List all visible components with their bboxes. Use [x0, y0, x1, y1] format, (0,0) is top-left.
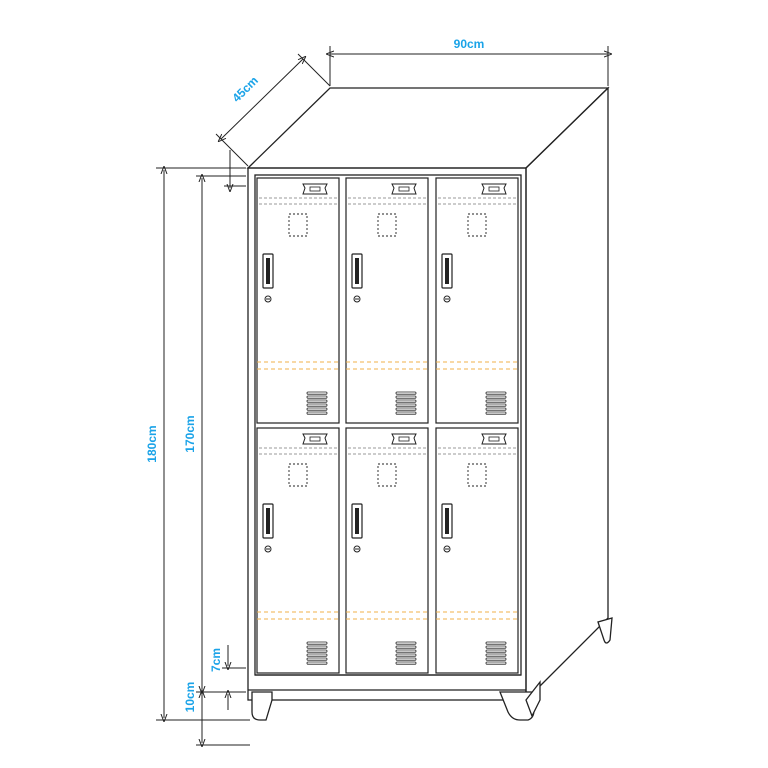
- label-slot: [309, 186, 321, 192]
- vent-icon: [485, 391, 507, 415]
- card-slot: [288, 463, 308, 487]
- vent-slat: [485, 411, 507, 415]
- handle-grip: [355, 508, 359, 534]
- locker-door: [256, 177, 340, 424]
- label-holder-icon: [391, 183, 417, 195]
- label-holder-icon: [302, 183, 328, 195]
- width-label: 90cm: [454, 37, 485, 51]
- cabinet-legs: [251, 617, 613, 721]
- vent-slat: [395, 641, 417, 645]
- vent-slat: [306, 395, 328, 399]
- locker-doors: [256, 177, 519, 674]
- locker-door: [435, 177, 519, 424]
- vent-slat: [485, 657, 507, 661]
- locker-door: [345, 427, 429, 674]
- vent-slat: [395, 657, 417, 661]
- door-panel: [345, 177, 429, 424]
- body-height-label: 170cm: [183, 415, 197, 452]
- label-slot: [488, 436, 500, 442]
- vent-slat: [306, 653, 328, 657]
- label-slot: [398, 436, 410, 442]
- locker-door: [345, 177, 429, 424]
- label-slot: [309, 436, 321, 442]
- cabinet-front: [247, 167, 527, 701]
- label-slot: [398, 186, 410, 192]
- vent-slat: [395, 653, 417, 657]
- vent-slat: [395, 403, 417, 407]
- vent-slat: [306, 661, 328, 665]
- vent-slat: [485, 399, 507, 403]
- card-slot: [377, 213, 397, 237]
- handle-grip: [266, 508, 270, 534]
- locker-door: [256, 427, 340, 674]
- locker-door: [435, 427, 519, 674]
- depth-label: 45cm: [229, 73, 261, 105]
- vent-slat: [395, 645, 417, 649]
- vent-slat: [306, 399, 328, 403]
- vent-slat: [485, 391, 507, 395]
- vent-slat: [485, 653, 507, 657]
- label-slot: [488, 186, 500, 192]
- vent-slat: [395, 391, 417, 395]
- leg-front-left: [251, 691, 273, 721]
- card-slot: [467, 213, 487, 237]
- vent-icon: [306, 641, 328, 665]
- vent-icon: [485, 641, 507, 665]
- vent-icon: [306, 391, 328, 415]
- label-holder-icon: [391, 433, 417, 445]
- vent-slat: [395, 649, 417, 653]
- vent-slat: [306, 411, 328, 415]
- vent-slat: [485, 661, 507, 665]
- vent-slat: [306, 391, 328, 395]
- total-height-label: 180cm: [145, 425, 159, 462]
- vent-slat: [485, 403, 507, 407]
- vent-slat: [485, 407, 507, 411]
- vent-slat: [306, 641, 328, 645]
- base-height-label: 10cm: [183, 682, 197, 713]
- vent-icon: [395, 391, 417, 415]
- vent-slat: [485, 641, 507, 645]
- handle-grip: [445, 258, 449, 284]
- card-slot: [288, 213, 308, 237]
- vent-slat: [306, 403, 328, 407]
- vent-slat: [306, 407, 328, 411]
- leg-side-right: [525, 680, 541, 718]
- plinth-height-label: 7cm: [209, 648, 223, 672]
- vent-slat: [485, 645, 507, 649]
- dimension-lines: [156, 46, 608, 745]
- leg-back-right: [597, 617, 613, 644]
- vent-slat: [306, 657, 328, 661]
- cabinet-top: [246, 87, 610, 169]
- vent-icon: [395, 641, 417, 665]
- label-holder-icon: [481, 433, 507, 445]
- card-slot: [377, 463, 397, 487]
- handle-grip: [266, 258, 270, 284]
- vent-slat: [485, 395, 507, 399]
- vent-slat: [395, 411, 417, 415]
- vent-slat: [306, 649, 328, 653]
- vent-slat: [395, 661, 417, 665]
- vent-slat: [395, 407, 417, 411]
- vent-slat: [395, 395, 417, 399]
- label-holder-icon: [302, 433, 328, 445]
- vent-slat: [485, 649, 507, 653]
- handle-grip: [445, 508, 449, 534]
- label-holder-icon: [481, 183, 507, 195]
- cabinet-body: [246, 86, 610, 702]
- vent-slat: [306, 645, 328, 649]
- handle-grip: [355, 258, 359, 284]
- card-slot: [467, 463, 487, 487]
- vent-slat: [395, 399, 417, 403]
- cabinet-side: [525, 86, 609, 702]
